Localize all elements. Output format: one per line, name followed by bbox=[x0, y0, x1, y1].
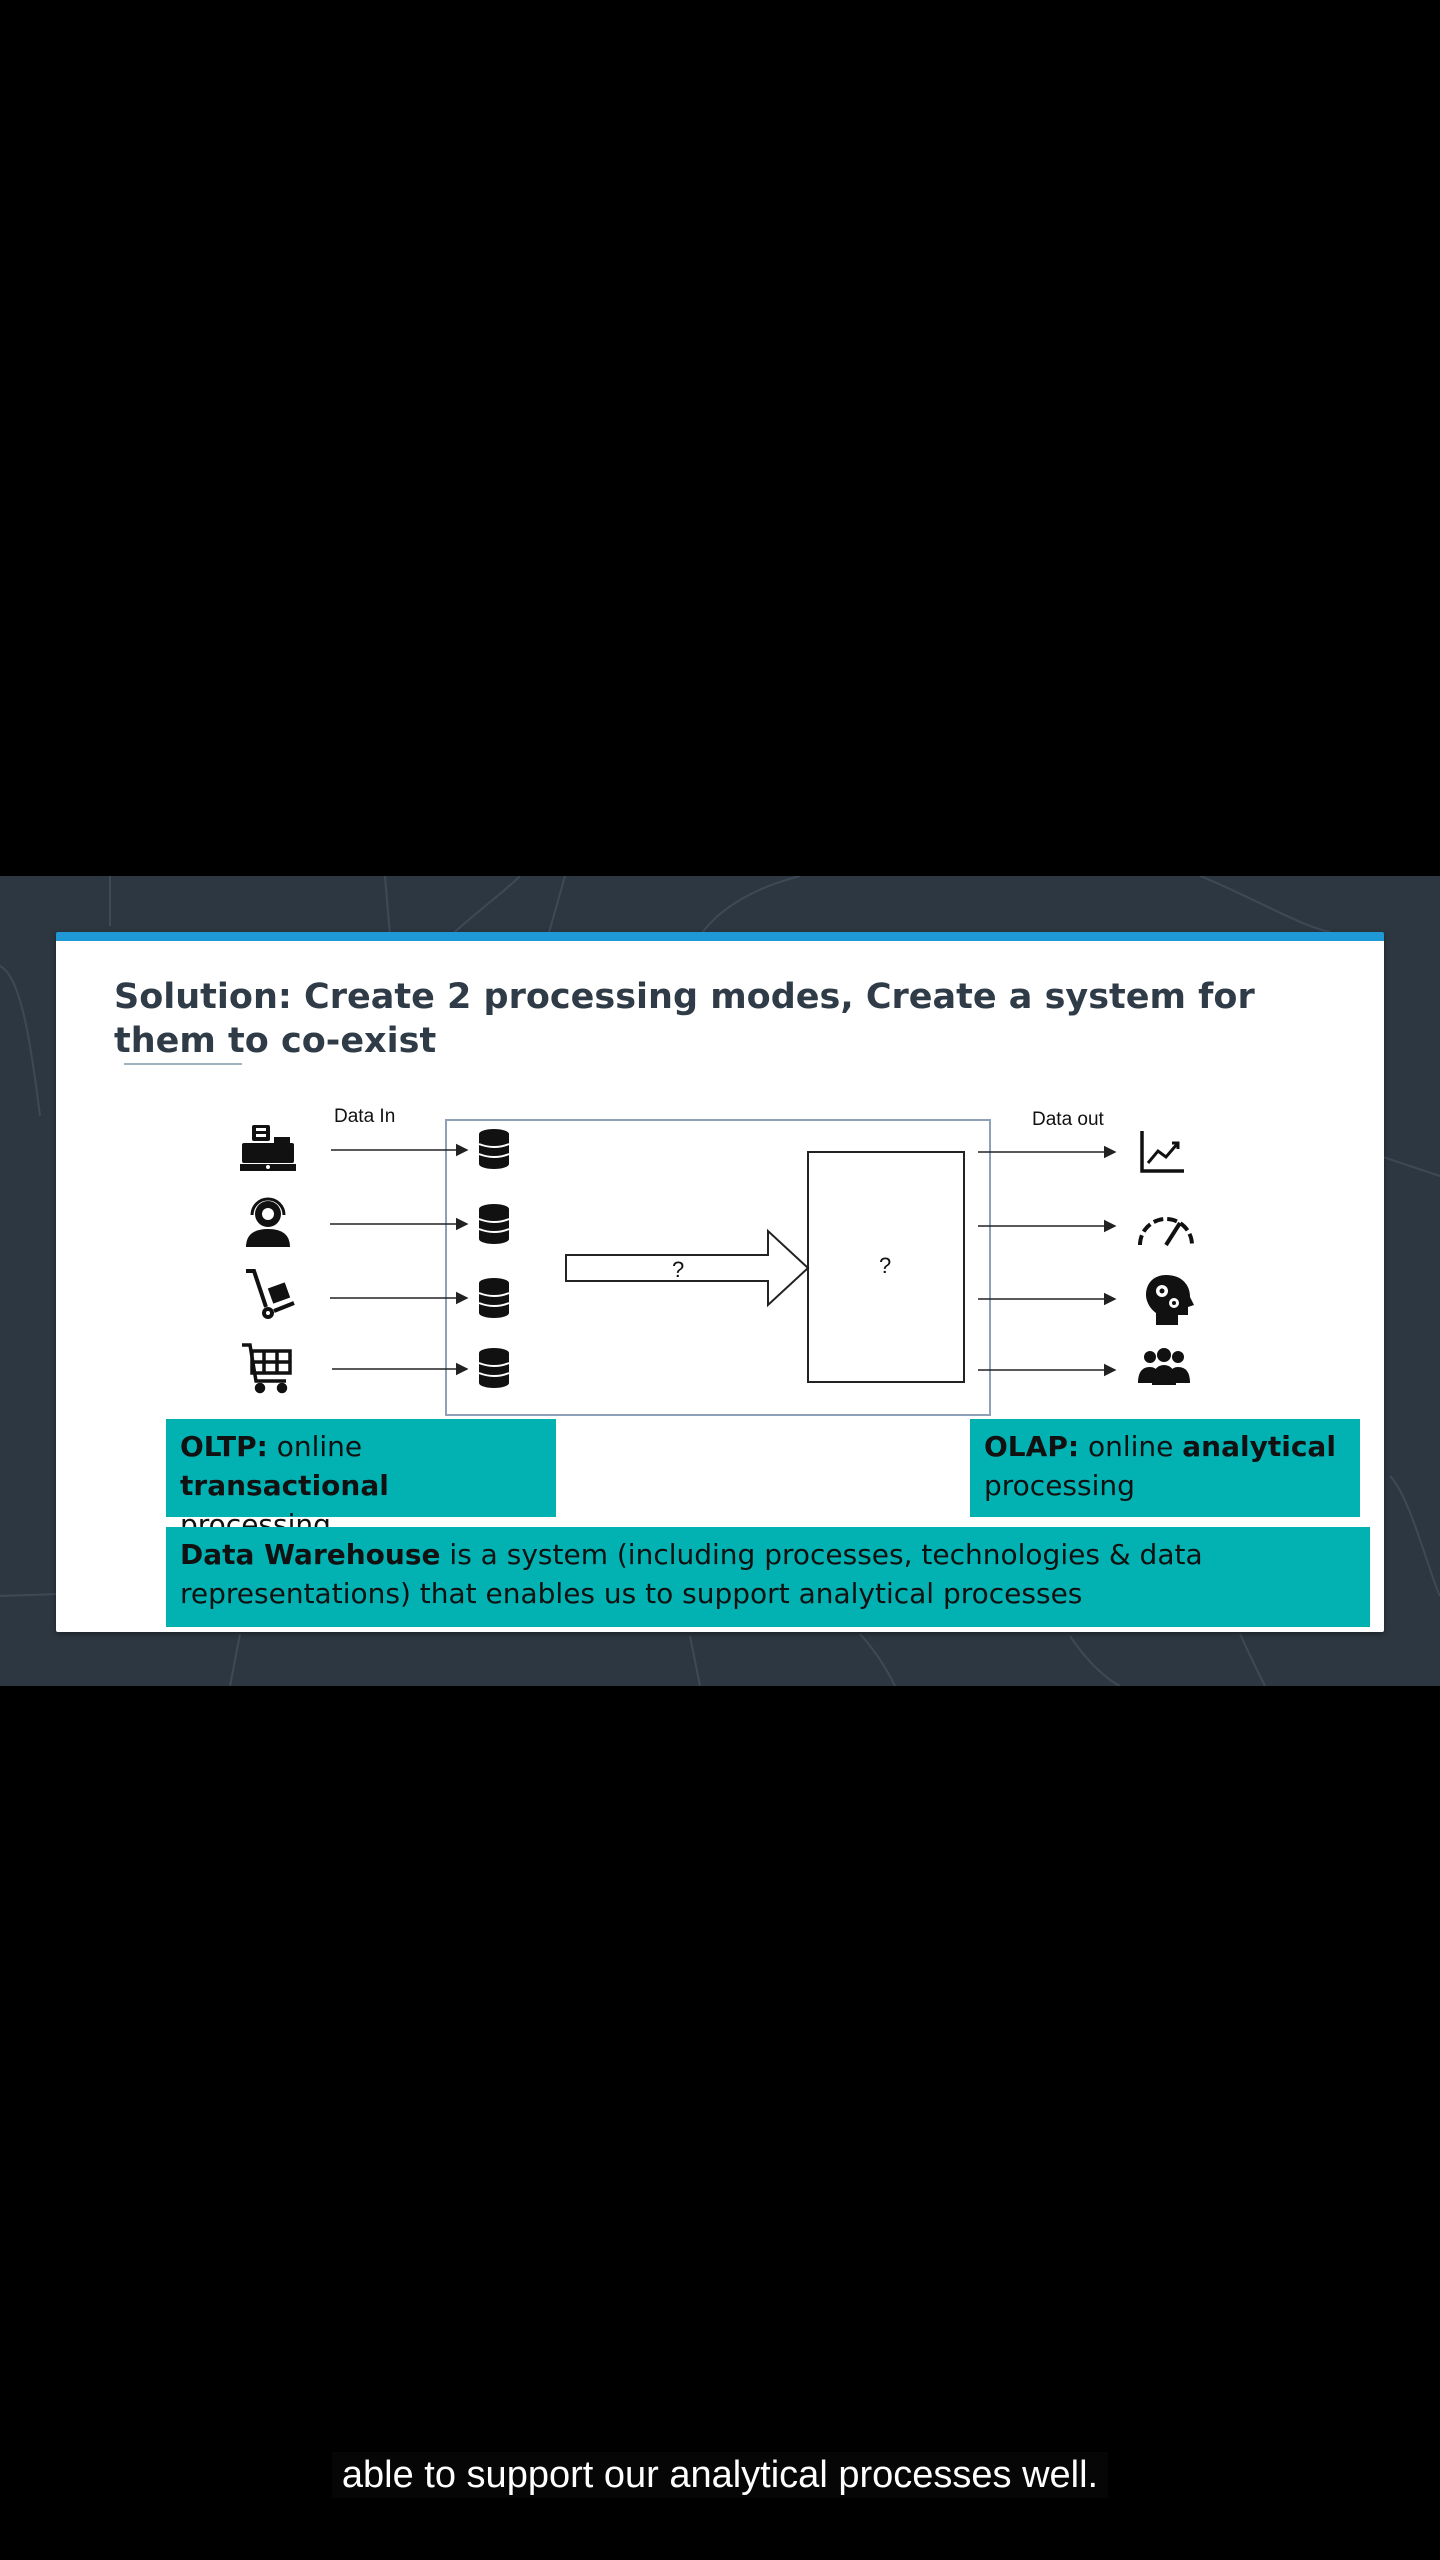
data-in-label: Data In bbox=[334, 1106, 395, 1127]
processing-diagram: Data In Data out ? ? bbox=[240, 1106, 1194, 1416]
gauge-icon bbox=[1138, 1217, 1194, 1247]
slide: Solution: Create 2 processing modes, Cre… bbox=[56, 932, 1384, 1632]
cash-register-icon bbox=[240, 1125, 296, 1171]
title-underline bbox=[124, 1063, 242, 1065]
oltp-bold-word: transactional bbox=[180, 1469, 389, 1502]
support-agent-icon bbox=[246, 1197, 290, 1247]
database-icon bbox=[478, 1348, 510, 1388]
database-icon bbox=[478, 1129, 510, 1169]
data-warehouse-boundary bbox=[445, 1119, 991, 1416]
data-out-label: Data out bbox=[1032, 1109, 1105, 1130]
olap-bold-word: analytical bbox=[1182, 1430, 1336, 1463]
oltp-term: OLTP: bbox=[180, 1430, 268, 1463]
olap-term: OLAP: bbox=[984, 1430, 1080, 1463]
slide-title: Solution: Create 2 processing modes, Cre… bbox=[114, 977, 1255, 1061]
oltp-definition-box: OLTP: online transactional processing bbox=[166, 1419, 556, 1541]
head-gears-icon bbox=[1146, 1275, 1194, 1325]
video-frame[interactable]: Solution: Create 2 processing modes, Cre… bbox=[0, 876, 1440, 1686]
transform-arrow bbox=[565, 1228, 810, 1308]
olap-system-label: ? bbox=[879, 1253, 891, 1278]
hand-truck-icon bbox=[246, 1269, 295, 1319]
dw-term: Data Warehouse bbox=[180, 1538, 441, 1571]
database-icon bbox=[478, 1204, 510, 1244]
database-icon bbox=[478, 1278, 510, 1318]
olap-definition-box: OLAP: online analytical processing bbox=[970, 1419, 1360, 1517]
group-icon bbox=[1138, 1348, 1190, 1385]
olap-text-2: processing bbox=[984, 1469, 1135, 1502]
shopping-cart-icon bbox=[242, 1343, 292, 1394]
background-pattern bbox=[0, 876, 1440, 1686]
transform-arrow-label: ? bbox=[672, 1257, 684, 1282]
olap-text-1: online bbox=[1079, 1430, 1183, 1463]
data-warehouse-definition-box: Data Warehouse is a system (including pr… bbox=[166, 1527, 1370, 1627]
caption-bar: able to support our analytical processes… bbox=[0, 2452, 1440, 2498]
caption-text: able to support our analytical processes… bbox=[331, 2452, 1109, 2498]
oltp-text-1: online bbox=[267, 1430, 363, 1463]
olap-system-box bbox=[807, 1151, 965, 1383]
dw-text: is a system (including processes, techno… bbox=[180, 1538, 1203, 1610]
line-chart-icon bbox=[1140, 1131, 1184, 1173]
